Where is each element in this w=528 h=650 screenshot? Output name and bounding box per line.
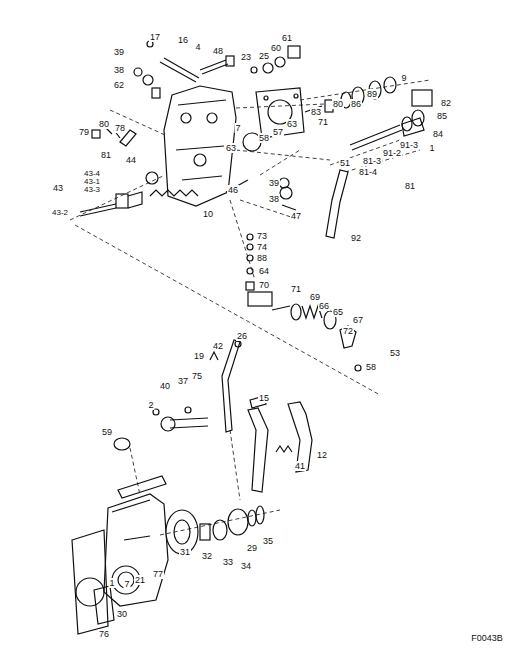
callout-number: 77 [152,569,164,579]
callout-number: 51 [339,158,351,168]
callout-number: 81-4 [358,167,378,177]
callout-number: 81-3 [362,156,382,166]
callout-number: 1 [428,143,435,153]
callout-number: 89 [366,89,378,99]
callout-number: 38 [113,65,125,75]
callout-number: 63 [286,119,298,129]
callout-number: 46 [227,185,239,195]
callout-number: 7 [123,579,130,589]
callout-number: 83 [310,107,322,117]
callout-number: 64 [258,266,270,276]
callout-number: 43-2 [51,209,69,217]
callout-number: 53 [389,348,401,358]
callout-number: 82 [440,98,452,108]
callout-number: 72 [342,326,354,336]
callout-number: 41 [294,461,306,471]
callout-number: 39 [113,47,125,57]
callout-number: 7 [234,123,241,133]
callout-number: 1 [108,578,115,588]
callout-number: 74 [256,242,268,252]
callout-number: 78 [114,123,126,133]
callout-number: 67 [352,315,364,325]
callout-number: 32 [201,551,213,561]
callout-number: 63 [225,143,237,153]
callout-number: 58 [365,362,377,372]
callout-number: 2 [147,400,154,410]
callout-number: 12 [316,450,328,460]
callout-number: 40 [159,381,171,391]
callout-number: 25 [258,51,270,61]
callout-number: 71 [290,284,302,294]
callout-number: 91-2 [382,148,402,158]
callout-number: 65 [332,307,344,317]
callout-number: 80 [98,119,110,129]
callout-number: 21 [134,575,146,585]
callout-number: 86 [350,99,362,109]
callout-number: 70 [258,280,270,290]
callout-number: 88 [256,253,268,263]
callout-number: 71 [317,117,329,127]
callout-number: 15 [258,393,270,403]
callout-number: 66 [318,301,330,311]
callout-number: 37 [177,376,189,386]
callout-number: 59 [101,427,113,437]
callout-number: 80 [332,99,344,109]
callout-number: 84 [432,129,444,139]
callout-number: 39 [268,178,280,188]
callout-number: 43-3 [83,186,101,194]
callout-number: 42 [212,341,224,351]
callout-number: 79 [78,127,90,137]
callout-number: 76 [98,629,110,639]
callout-number: 9 [400,73,407,83]
callout-number: 16 [177,35,189,45]
callout-number: 58 [258,133,270,143]
callout-number: 19 [193,351,205,361]
callout-number: 17 [149,32,161,42]
callout-number: 81 [404,181,416,191]
callout-number: 43 [52,183,64,193]
callout-number: 31 [179,547,191,557]
callout-number: 4 [194,42,201,52]
callout-number: 23 [240,52,252,62]
callout-number: 60 [270,43,282,53]
callout-number: 29 [246,543,258,553]
callout-number: 34 [240,561,252,571]
callout-number: 35 [262,536,274,546]
callout-number: 73 [256,231,268,241]
callout-number: 38 [268,194,280,204]
callout-number: 10 [202,209,214,219]
callout-number: 43-4 [83,170,101,178]
callout-number: 44 [125,155,137,165]
callout-number: 33 [222,557,234,567]
callout-number: 62 [113,80,125,90]
callout-number: 47 [290,211,302,221]
callout-number: 57 [272,127,284,137]
callout-number: 48 [212,46,224,56]
callout-number: 75 [191,371,203,381]
callout-number: 61 [281,33,293,43]
callout-number: 85 [436,111,448,121]
callout-number: 26 [236,331,248,341]
callout-number: 43-1 [83,178,101,186]
callout-number: F0043B [470,633,504,643]
callout-number: 30 [116,609,128,619]
callout-number: 81 [100,150,112,160]
callout-number: 92 [350,233,362,243]
